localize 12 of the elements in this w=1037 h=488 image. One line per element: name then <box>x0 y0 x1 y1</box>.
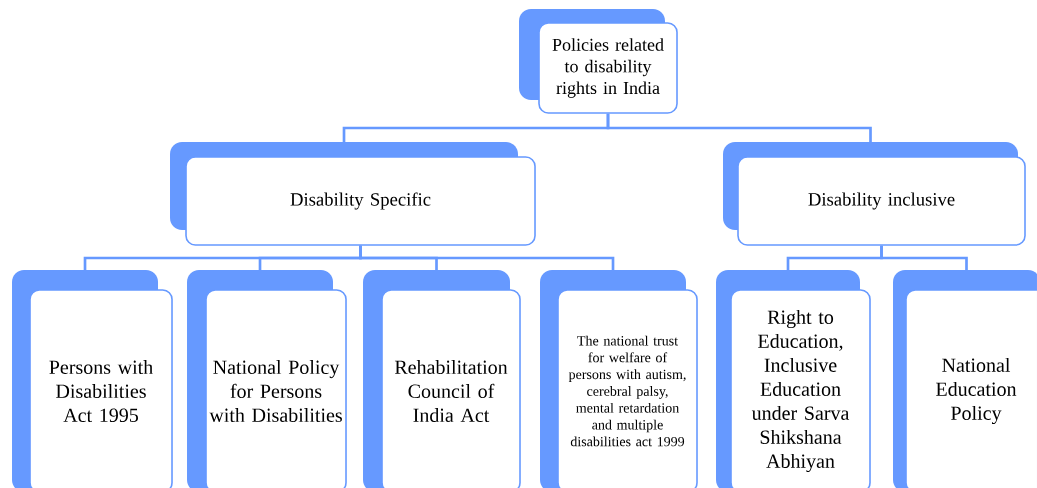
box: National Education Policy <box>893 270 1037 488</box>
box: Rehabilitation Council of India Act <box>363 270 521 488</box>
connector <box>880 245 968 270</box>
box: Right to Education, Inclusive Education under Sarva Shikshana Abhiyan <box>716 270 871 488</box>
box: Disability inclusive <box>723 142 1026 246</box>
connector <box>606 113 872 142</box>
box: The national trust for welfare of persons with autism, cerebral palsy, mental retardation and multiple disabilities act 1999 <box>540 270 698 488</box>
box: National Policy for Persons with Disabilities <box>187 270 347 488</box>
box: Policies related to disability rights in India <box>519 9 678 114</box>
box: Disability Specific <box>170 142 536 246</box>
connector <box>359 245 615 270</box>
box: Persons with Disabilities Act 1995 <box>12 270 173 488</box>
